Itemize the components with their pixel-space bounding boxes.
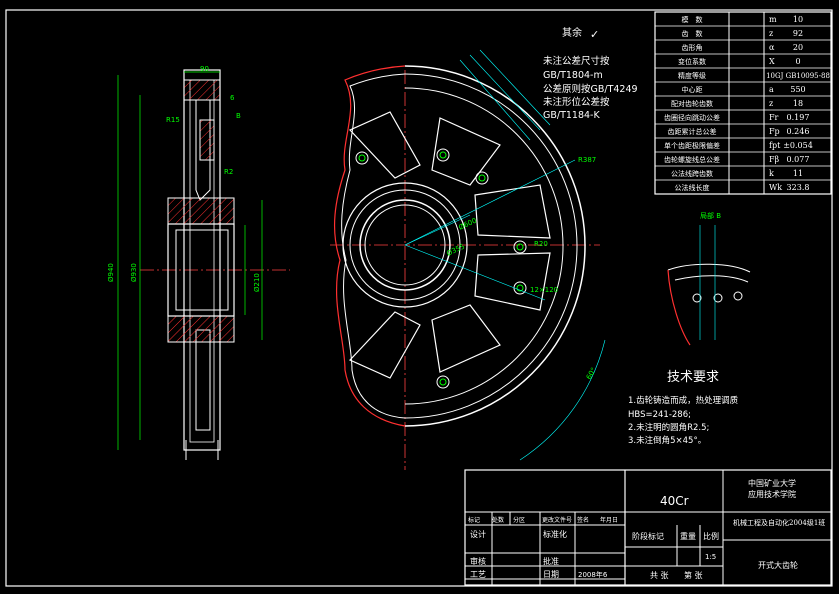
param-sym-3: X: [769, 57, 775, 66]
param-name-9: 单个齿距极限偏差: [664, 141, 720, 150]
part-name: 开式大齿轮: [758, 560, 798, 570]
roughness-note: 其余 ✓: [562, 26, 599, 41]
param-val-5: 550: [790, 85, 805, 94]
row-label-5: 年月日: [600, 516, 618, 524]
tol-note-2: 公差原则按GB/T4249: [543, 83, 638, 95]
row-label-3: 更改文件号: [542, 516, 572, 524]
param-sym-10: Fβ: [769, 155, 780, 164]
tech-req-item-0: 1.齿轮铸造而成，热处理调质: [628, 395, 739, 406]
param-name-1: 齿 数: [682, 29, 703, 38]
param-sym-1: z: [769, 29, 773, 38]
dim-210: Ø210: [253, 273, 261, 292]
param-sym-8: Fp: [769, 127, 780, 136]
tech-requirements: 技术要求 1.齿轮铸造而成，热处理调质 HBS=241-286; 2.未注明的圆…: [628, 370, 739, 446]
title-block-text: 40Cr 中国矿业大学 应用技术学院 机械工程及自动化2004级1班 开式大齿轮…: [468, 478, 825, 580]
row-label-0: 标记: [468, 516, 480, 524]
weight-label: 重量: [680, 531, 696, 541]
dim-600: Ø600: [457, 217, 477, 232]
process-label: 工艺: [470, 570, 486, 579]
roughness-label: 其余: [562, 26, 582, 39]
side-section-view: 90 R15 R2 6 B Ø940 Ø930 Ø210: [107, 65, 290, 460]
school-2: 应用技术学院: [748, 489, 796, 499]
sheet-no-label: 第 张: [684, 570, 703, 580]
dim-b: B: [236, 112, 241, 120]
row-label-4: 签名: [577, 516, 589, 524]
param-val-11: 11: [793, 169, 803, 178]
param-sym-12: Wk: [769, 183, 782, 192]
title-block: [464, 469, 832, 586]
param-name-7: 齿圈径向跳动公差: [664, 113, 720, 122]
tol-note-1: GB/T1804-m: [543, 70, 603, 81]
tolerance-notes: 未注公差尺寸按 GB/T1804-m 公差原则按GB/T4249 未注形位公差按…: [543, 55, 638, 121]
detail-label: 局部 B: [700, 211, 721, 220]
param-sym-9: fpt: [769, 141, 781, 150]
date-label: 日期: [543, 570, 559, 579]
params-table: 模 数 m 10 齿 数 z 92 齿形角 α 20 变位系数 X 0 精度等级 10GJ GB10095…: [654, 11, 832, 195]
param-sym-7: Fr: [769, 113, 779, 122]
tol-note-0: 未注公差尺寸按: [543, 55, 610, 67]
drawing-frame: [5, 9, 833, 587]
param-val-9: ±0.054: [783, 141, 813, 150]
dim-930: Ø930: [130, 263, 138, 282]
param-val-10: 0.077: [787, 155, 810, 164]
tol-note-3: 未注形位公差按: [543, 96, 610, 108]
dim-r387: R387: [578, 156, 596, 164]
design-label: 设计: [470, 529, 486, 539]
dim-940: Ø940: [107, 263, 115, 282]
param-val-4: 10GJ GB10095-88: [766, 72, 830, 80]
param-name-5: 中心距: [682, 85, 703, 94]
major: 机械工程及自动化2004级1班: [733, 518, 825, 527]
param-val-6: 18: [793, 99, 803, 108]
param-val-12: 323.8: [787, 183, 810, 192]
param-name-0: 模 数: [682, 15, 703, 24]
stage-label: 阶段标记: [632, 531, 664, 541]
tech-req-title: 技术要求: [667, 370, 719, 385]
school-1: 中国矿业大学: [748, 478, 796, 488]
detail-view: 局部 B: [667, 211, 751, 346]
material: 40Cr: [660, 494, 689, 508]
tech-req-item-2: 2.未注明的圆角R2.5;: [628, 422, 709, 433]
param-sym-11: k: [769, 169, 774, 178]
dim-r20: R20: [534, 240, 548, 248]
front-gear-view: R387 R20 Ø600 Ø355 12×120 60°: [330, 49, 606, 470]
param-val-7: 0.197: [787, 113, 810, 122]
param-name-10: 齿轮螺旋线总公差: [664, 155, 720, 164]
dim-12x120: 12×120: [530, 286, 558, 294]
param-sym-5: a: [769, 85, 774, 94]
param-name-12: 公法线长度: [675, 183, 710, 192]
tech-req-item-3: 3.未注倒角5×45°。: [628, 435, 706, 446]
roughness-icon: ✓: [590, 28, 599, 41]
param-val-3: 0: [795, 57, 800, 66]
ratio-value: 1:5: [705, 553, 716, 561]
param-name-4: 精度等级: [678, 71, 706, 80]
param-sym-0: m: [769, 15, 777, 24]
dim-r15: R15: [166, 116, 180, 124]
tol-note-4: GB/T1184-K: [543, 110, 600, 121]
row-label-2: 分区: [513, 516, 525, 524]
sheets-label: 共 张: [650, 571, 669, 580]
dim-90: 90: [200, 65, 209, 73]
dim-r2: R2: [224, 168, 233, 176]
ratio-label: 比例: [703, 531, 719, 541]
param-sym-6: z: [769, 99, 773, 108]
param-val-1: 92: [793, 29, 803, 38]
param-name-2: 齿形角: [682, 43, 703, 52]
param-val-0: 10: [793, 15, 803, 24]
param-name-6: 配对齿轮齿数: [671, 99, 713, 108]
standard-label: 标准化: [543, 529, 567, 539]
approve-label: 批准: [543, 556, 559, 566]
param-val-8: 0.246: [787, 127, 810, 136]
row-label-1: 处数: [492, 516, 504, 524]
param-name-8: 齿距累计总公差: [668, 127, 717, 136]
param-name-11: 公法线跨齿数: [671, 169, 713, 178]
param-val-2: 20: [793, 43, 803, 52]
review-label: 审核: [470, 556, 486, 566]
date-value: 2008年6: [578, 570, 608, 579]
param-name-3: 变位系数: [678, 57, 706, 66]
param-sym-2: α: [769, 43, 775, 52]
dim-6: 6: [230, 94, 235, 102]
tech-req-item-1: HBS=241-286;: [628, 410, 691, 420]
